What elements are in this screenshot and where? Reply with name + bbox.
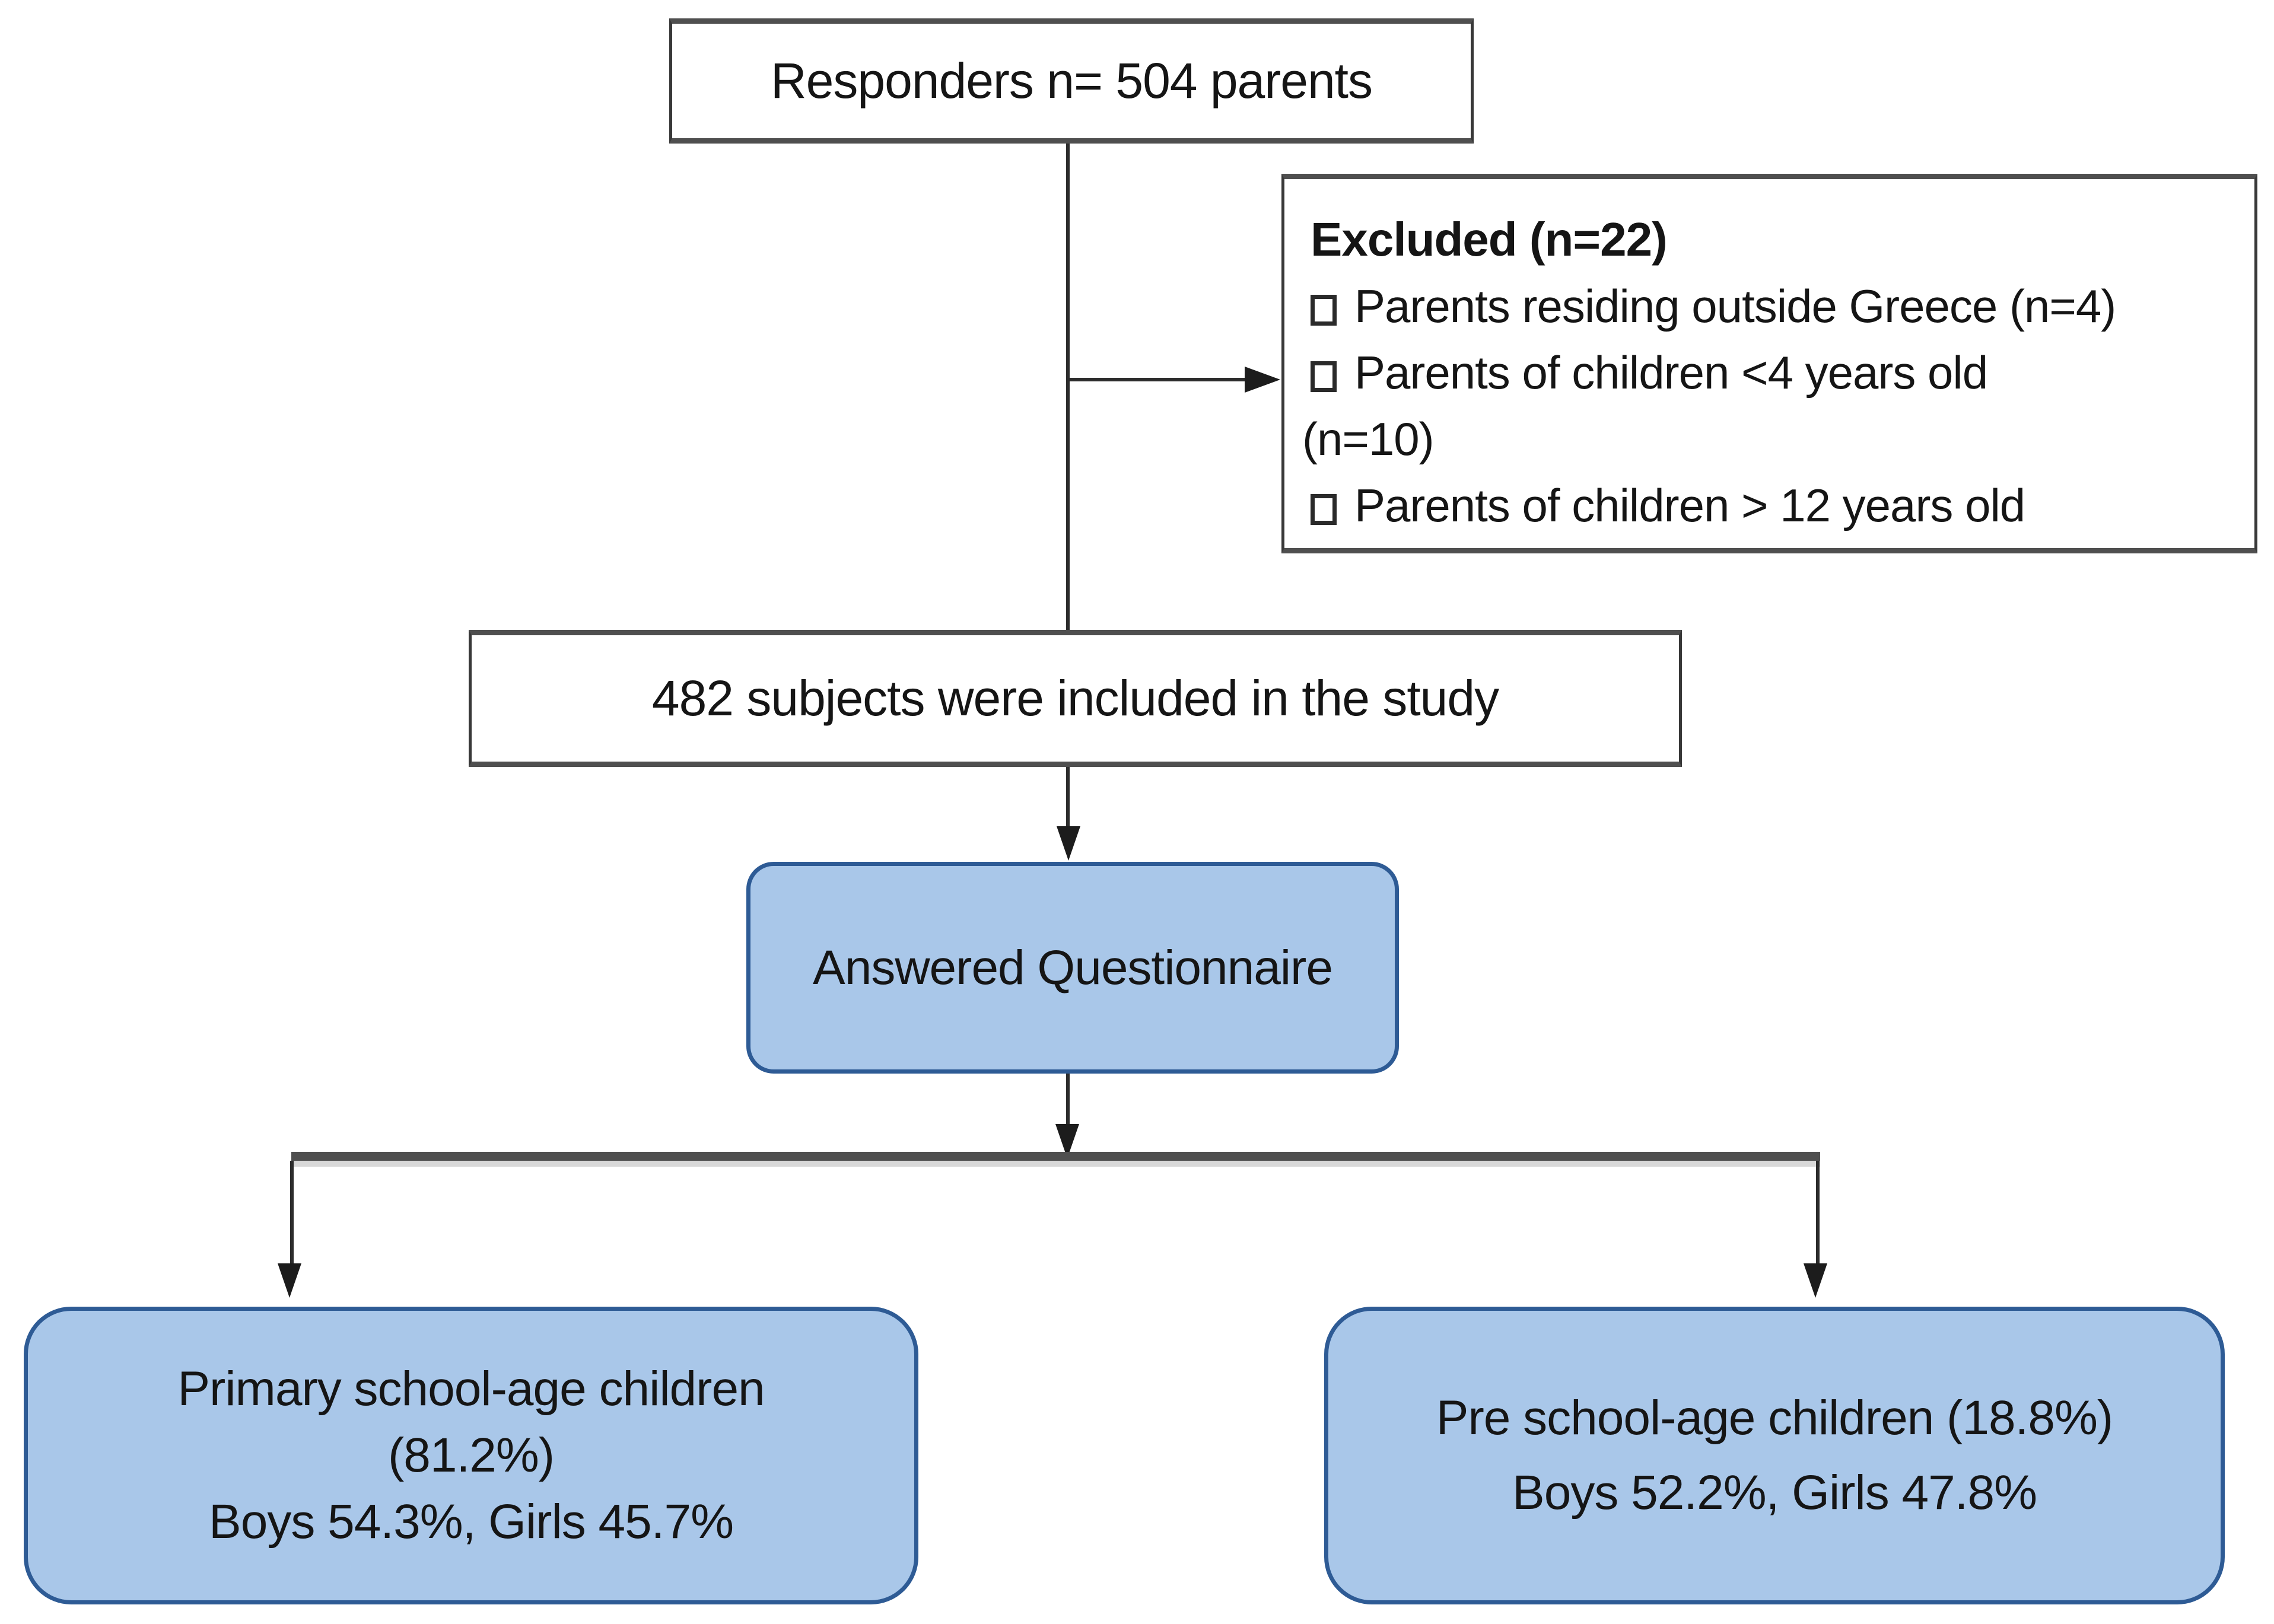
- connector-included-to-answered: [1066, 767, 1070, 826]
- node-primary-school: Primary school-age children (81.2%) Boys…: [24, 1307, 918, 1604]
- connector-answered-to-split: [1066, 1074, 1070, 1127]
- node-included: 482 subjects were included in the study: [469, 630, 1682, 767]
- arrowhead-into-answered-icon: [1057, 826, 1080, 861]
- node-excluded-title: Excluded (n=22): [1311, 213, 1668, 266]
- connector-responders-to-included: [1066, 144, 1070, 630]
- node-answered-label: Answered Questionnaire: [813, 940, 1333, 995]
- node-responders: Responders n= 504 parents: [669, 18, 1474, 144]
- excluded-item-label: Parents of children > 12 years old: [1354, 479, 2025, 531]
- excluded-item: Parents of children <4 years old: [1311, 339, 2237, 406]
- excluded-item: Parents residing outside Greece (n=4): [1311, 273, 2237, 339]
- connector-split-horizontal: [291, 1152, 1820, 1161]
- connector-branch-to-excluded: [1068, 378, 1246, 381]
- arrowhead-into-preschool-icon: [1804, 1263, 1827, 1298]
- bullet-square-icon: [1311, 494, 1337, 525]
- connector-split-to-preschool: [1816, 1161, 1820, 1265]
- bullet-square-icon: [1311, 295, 1337, 326]
- node-excluded: Excluded (n=22) Parents residing outside…: [1281, 174, 2257, 553]
- primary-school-line: Boys 54.3%, Girls 45.7%: [209, 1495, 734, 1549]
- arrowhead-into-excluded-icon: [1245, 367, 1280, 393]
- node-answered: Answered Questionnaire: [746, 862, 1399, 1074]
- node-responders-label: Responders n= 504 parents: [770, 53, 1373, 109]
- pre-school-line: Boys 52.2%, Girls 47.8%: [1512, 1466, 2037, 1520]
- connector-split-to-primary: [290, 1161, 294, 1265]
- pre-school-line: Pre school-age children (18.8%): [1436, 1391, 2113, 1445]
- excluded-item: Parents of children > 12 years old: [1311, 472, 2237, 539]
- bullet-square-icon: [1311, 361, 1337, 392]
- excluded-item-continuation: (n=10): [1302, 406, 2237, 472]
- primary-school-line: (81.2%): [387, 1428, 555, 1482]
- node-included-label: 482 subjects were included in the study: [651, 670, 1499, 726]
- excluded-item-label: (n=10): [1302, 413, 1435, 465]
- node-pre-school: Pre school-age children (18.8%) Boys 52.…: [1324, 1307, 2225, 1604]
- arrowhead-into-primary-icon: [278, 1263, 301, 1298]
- primary-school-line: Primary school-age children: [177, 1362, 765, 1416]
- excluded-item-label: Parents residing outside Greece (n=4): [1354, 280, 2116, 332]
- excluded-item-label: Parents of children <4 years old: [1354, 346, 1988, 399]
